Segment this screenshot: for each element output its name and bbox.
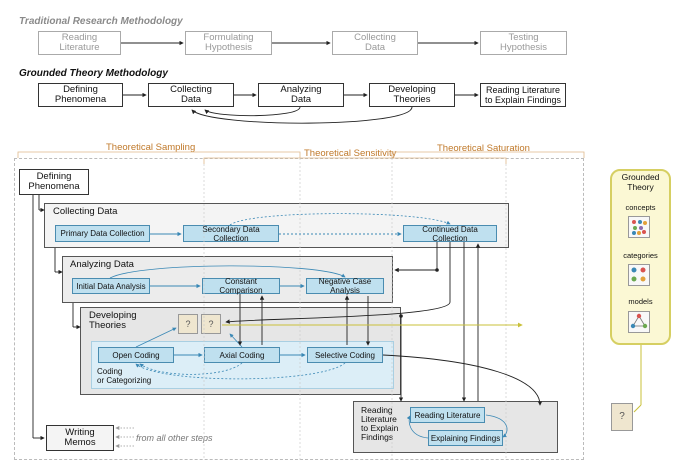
- memos-note: from all other steps: [136, 433, 213, 443]
- trad-step-formulating-hypothesis: Formulating Hypothesis: [185, 31, 272, 55]
- node-primary-data-collection: Primary Data Collection: [55, 225, 150, 242]
- collecting-data-title: Collecting Data: [53, 206, 118, 217]
- node-initial-data-analysis: Initial Data Analysis: [72, 278, 150, 294]
- developing-theories-title: Developing Theories: [89, 310, 137, 331]
- gt-item-categories-label: categories: [623, 251, 658, 260]
- categories-icon: [628, 264, 650, 286]
- node-negative-case-analysis: Negative Case Analysis: [306, 277, 384, 295]
- node-continued-data-collection: Continued Data Collection: [403, 225, 497, 243]
- node-axial-coding: Axial Coding: [204, 347, 280, 363]
- grounded-theory-title: Grounded Theory: [621, 172, 660, 192]
- detail-defining-phenomena: Defining Phenomena: [19, 169, 89, 195]
- node-open-coding: Open Coding: [98, 347, 174, 363]
- gt-step-collecting-data: Collecting Data: [148, 83, 234, 107]
- node-constant-comparison: Constant Comparison: [202, 277, 280, 295]
- node-secondary-data-collection: Secondary Data Collection: [183, 225, 279, 243]
- concepts-icon: [628, 216, 650, 238]
- trad-step-collecting-data: Collecting Data: [332, 31, 418, 55]
- models-icon: [628, 311, 650, 333]
- analyzing-data-title: Analyzing Data: [70, 259, 134, 270]
- gt-step-developing-theories: Developing Theories: [369, 83, 455, 107]
- grounded-theory-output-icon: ?: [611, 403, 633, 431]
- traditional-title: Traditional Research Methodology: [19, 16, 183, 27]
- gt-step-analyzing-data: Analyzing Data: [258, 83, 344, 107]
- coding-label: Coding or Categorizing: [97, 367, 152, 385]
- trad-step-testing-hypothesis: Testing Hypothesis: [480, 31, 567, 55]
- draft-theory-icon-2: ?: [201, 314, 221, 334]
- node-explaining-findings: Explaining Findings: [428, 430, 503, 446]
- gt-step-reading-literature: Reading Literature to Explain Findings: [480, 83, 566, 107]
- phase-theoretical-saturation: Theoretical Saturation: [437, 143, 530, 154]
- trad-step-reading-literature: Reading Literature: [38, 31, 121, 55]
- phase-theoretical-sensitivity: Theoretical Sensitivity: [304, 148, 397, 159]
- reading-literature-title: Reading Literature to Explain Findings: [361, 405, 399, 442]
- grounded-title: Grounded Theory Methodology: [19, 68, 168, 79]
- gt-step-defining-phenomena: Defining Phenomena: [38, 83, 123, 107]
- node-reading-literature: Reading Literature: [410, 407, 485, 423]
- writing-memos-box: Writing Memos: [46, 425, 114, 451]
- phase-theoretical-sampling: Theoretical Sampling: [106, 142, 196, 153]
- gt-item-models-label: models: [628, 297, 653, 306]
- draft-theory-icon: ?: [178, 314, 198, 334]
- gt-item-concepts-label: concepts: [625, 203, 656, 212]
- node-selective-coding: Selective Coding: [307, 347, 383, 363]
